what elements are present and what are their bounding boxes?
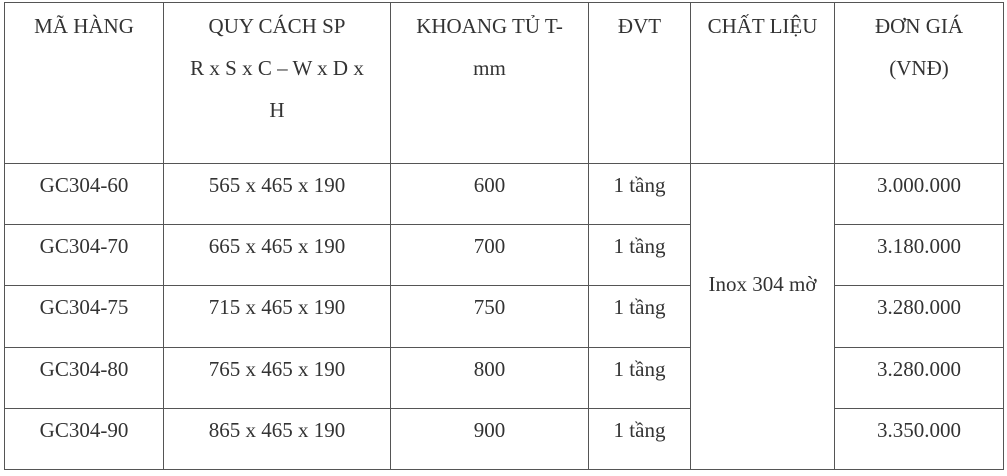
cell-code: GC304-80: [4, 346, 164, 409]
cell-spec: 665 x 465 x 190: [163, 224, 391, 287]
header-cabinet-line1: KHOANG TỦ T-: [416, 14, 563, 38]
header-spec-line1: QUY CÁCH SP: [208, 14, 346, 38]
cell-spec: 565 x 465 x 190: [163, 162, 391, 226]
header-spec-line2: R x S x C – W x D x: [190, 56, 364, 80]
header-code-label: MÃ HÀNG: [34, 14, 134, 38]
cell-price: 3.350.000: [834, 407, 1004, 471]
header-material-label: CHẤT LIỆU: [707, 14, 818, 38]
cell-code: GC304-70: [4, 224, 164, 287]
header-cabinet-line2: mm: [473, 56, 506, 80]
header-price-line2: (VNĐ): [889, 56, 949, 80]
table-row: GC304-75 715 x 465 x 190 750 1 tầng 3.28…: [4, 285, 1004, 348]
cell-code: GC304-75: [4, 285, 164, 348]
cell-unit: 1 tầng: [588, 162, 691, 226]
table-header: MÃ HÀNG QUY CÁCH SP R x S x C – W x D x …: [4, 2, 1004, 164]
header-price-line1: ĐƠN GIÁ: [874, 14, 964, 38]
cell-unit: 1 tầng: [588, 224, 691, 287]
cell-unit: 1 tầng: [588, 346, 691, 409]
header-unit-label: ĐVT: [617, 14, 662, 38]
table-row: GC304-90 865 x 465 x 190 900 1 tầng 3.35…: [4, 407, 1004, 471]
cell-spec: 765 x 465 x 190: [163, 346, 391, 409]
cell-cabinet: 600: [390, 162, 589, 226]
header-code: MÃ HÀNG: [4, 2, 164, 164]
cell-unit: 1 tầng: [588, 407, 691, 471]
cell-spec: 865 x 465 x 190: [163, 407, 391, 471]
cell-cabinet: 800: [390, 346, 589, 409]
cell-cabinet: 900: [390, 407, 589, 471]
cell-material: Inox 304 mờ: [690, 163, 835, 470]
cell-price: 3.180.000: [834, 224, 1004, 287]
header-row: MÃ HÀNG QUY CÁCH SP R x S x C – W x D x …: [4, 2, 1004, 164]
header-cabinet: KHOANG TỦ T- mm: [390, 2, 589, 164]
cell-unit: 1 tầng: [588, 285, 691, 348]
cell-cabinet: 750: [390, 285, 589, 348]
cell-price: 3.280.000: [834, 285, 1004, 348]
header-spec-line3: H: [269, 98, 285, 122]
table-body: GC304-60 565 x 465 x 190 600 1 tầng Inox…: [4, 162, 1004, 471]
cell-price: 3.280.000: [834, 346, 1004, 409]
cell-spec: 715 x 465 x 190: [163, 285, 391, 348]
table-row: GC304-70 665 x 465 x 190 700 1 tầng 3.18…: [4, 224, 1004, 287]
header-material: CHẤT LIỆU: [690, 2, 835, 164]
cell-code: GC304-60: [4, 162, 164, 226]
price-table: MÃ HÀNG QUY CÁCH SP R x S x C – W x D x …: [4, 2, 1004, 471]
cell-cabinet: 700: [390, 224, 589, 287]
cell-code: GC304-90: [4, 407, 164, 471]
header-spec: QUY CÁCH SP R x S x C – W x D x H: [163, 2, 391, 164]
table-row: GC304-60 565 x 465 x 190 600 1 tầng Inox…: [4, 162, 1004, 470]
header-price: ĐƠN GIÁ (VNĐ): [834, 2, 1004, 164]
header-unit: ĐVT: [588, 2, 691, 164]
table-row: GC304-80 765 x 465 x 190 800 1 tầng 3.28…: [4, 346, 1004, 409]
cell-price: 3.000.000: [834, 162, 1004, 226]
